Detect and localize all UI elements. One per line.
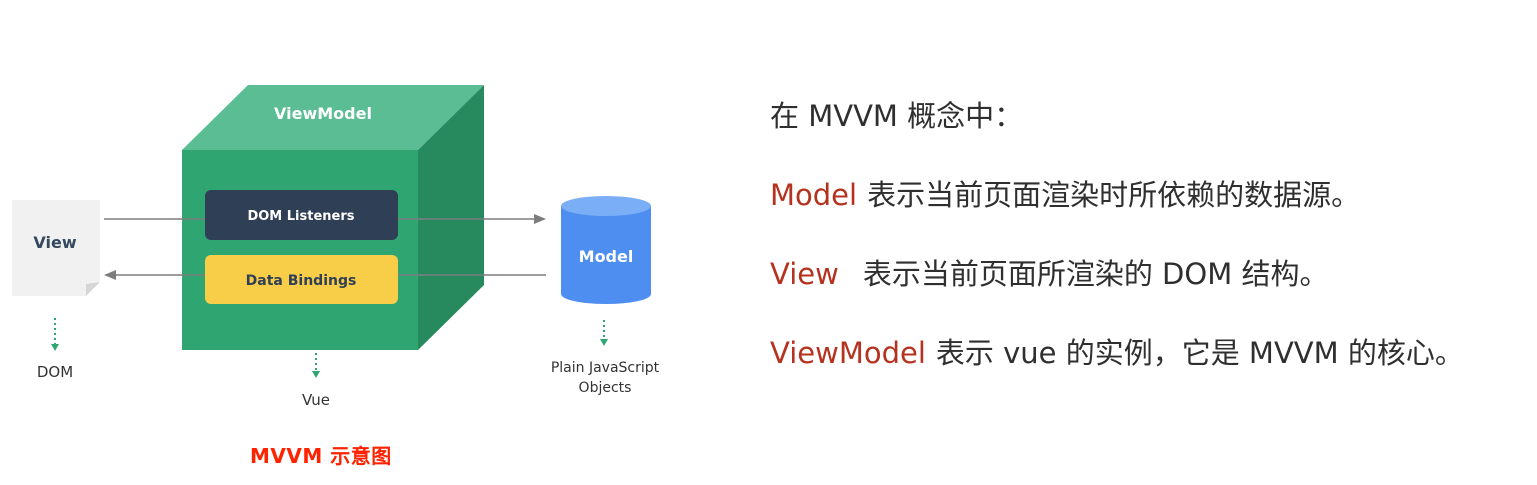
data-bindings-label: Data Bindings bbox=[246, 273, 357, 289]
model-term: Model bbox=[770, 178, 858, 212]
cube-top-face bbox=[182, 85, 484, 150]
plain-js-label-line2: Objects bbox=[579, 380, 632, 396]
dom-label: DOM bbox=[37, 363, 73, 381]
view-label: View bbox=[33, 233, 76, 252]
model-description: Model 表示当前页面渲染时所依赖的数据源。 bbox=[770, 175, 1360, 215]
intro-line: 在 MVVM 概念中： bbox=[770, 96, 1023, 136]
view-text: 表示当前页面所渲染的 DOM 结构。 bbox=[862, 257, 1329, 291]
model-cylinder bbox=[561, 196, 651, 304]
mvvm-diagram: View DOM ViewModel DOM Listeners Data Bi… bbox=[12, 85, 660, 409]
view-document: View bbox=[12, 200, 100, 296]
view-description: View 表示当前页面所渲染的 DOM 结构。 bbox=[770, 254, 1328, 294]
model-dotted-arrow bbox=[600, 320, 608, 346]
viewmodel-description: ViewModel 表示 vue 的实例，它是 MVVM 的核心。 bbox=[770, 333, 1464, 373]
dom-listeners-label: DOM Listeners bbox=[247, 209, 354, 224]
model-text: 表示当前页面渲染时所依赖的数据源。 bbox=[867, 178, 1361, 212]
vue-dotted-arrow bbox=[312, 353, 320, 378]
cube-front-face bbox=[182, 150, 418, 350]
viewmodel-label: ViewModel bbox=[274, 104, 372, 123]
model-label: Model bbox=[579, 247, 634, 266]
intro-text: 在 MVVM 概念中： bbox=[770, 99, 1024, 133]
viewmodel-text: 表示 vue 的实例，它是 MVVM 的核心。 bbox=[935, 336, 1464, 370]
viewmodel-term: ViewModel bbox=[770, 336, 926, 370]
dom-listeners-box bbox=[205, 190, 398, 240]
vue-label: Vue bbox=[302, 391, 330, 409]
dom-dotted-arrow bbox=[51, 318, 59, 351]
diagram-caption: MVVM 示意图 bbox=[250, 444, 392, 468]
view-term: View bbox=[770, 257, 839, 291]
plain-js-label-line1: Plain JavaScript bbox=[551, 360, 660, 376]
viewmodel-cube bbox=[182, 85, 484, 350]
cube-side-face bbox=[418, 85, 484, 350]
data-bindings-box bbox=[205, 255, 398, 304]
